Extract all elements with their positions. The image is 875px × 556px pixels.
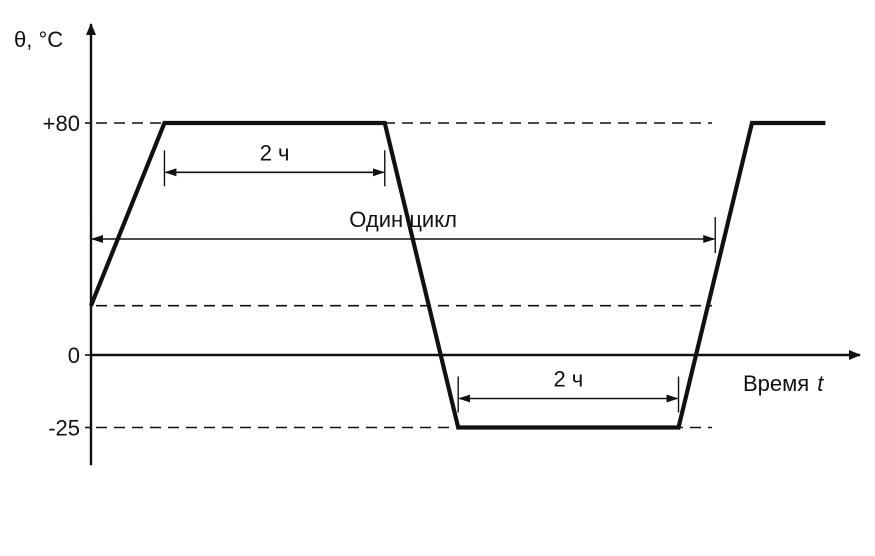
y-axis-label: θ, °C: [14, 27, 63, 52]
x-axis-variable: t: [817, 371, 824, 396]
reference-lines-layer: [96, 123, 712, 428]
x-axis-label-text: Время: [743, 371, 809, 396]
dimension-label-1: Один цикл: [349, 207, 457, 232]
dimension-label-2: 2 ч: [553, 367, 583, 392]
annotations-layer: 2 ч Один цикл 2 ч: [91, 140, 715, 412]
y-tick-label-0: 0: [68, 343, 80, 368]
dimension-label-0: 2 ч: [260, 140, 290, 165]
y-tick-label-minus-25: -25: [48, 416, 80, 441]
y-tick-label-80: +80: [43, 111, 80, 136]
